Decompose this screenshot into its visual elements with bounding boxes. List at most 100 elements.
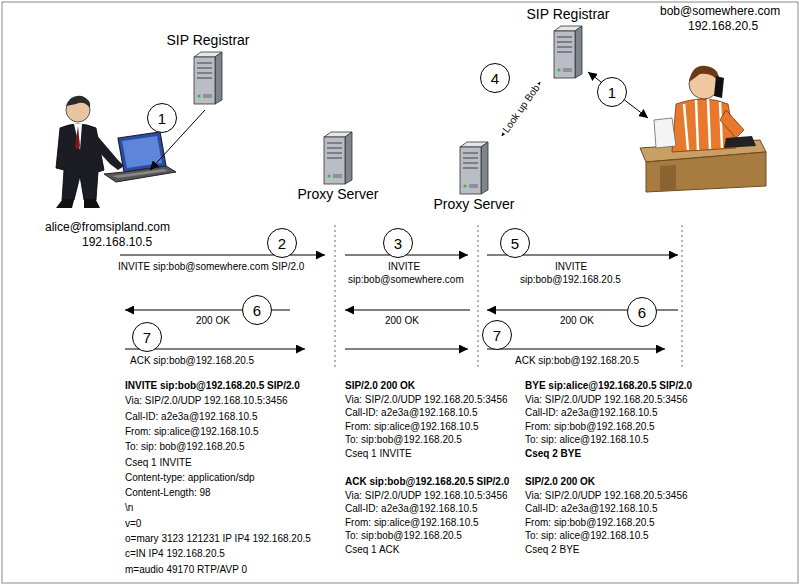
- message-label: sip:bob@somewhere.com: [348, 274, 464, 286]
- server-slot: [327, 152, 342, 153]
- field-line: \n: [125, 502, 133, 514]
- field-line: To: sip: alice@192.168.10.5: [525, 434, 649, 446]
- server-slot: [557, 36, 572, 37]
- server-slot: [327, 157, 342, 158]
- field-line: Via: SIP/2.0/UDP 192.168.20.5:3456: [525, 394, 688, 406]
- field-line: From: sip:alice@192.168.10.5: [345, 517, 479, 529]
- server-front: [460, 147, 481, 194]
- message-label: INVITE: [555, 261, 587, 273]
- server-node: Proxy Server: [434, 138, 515, 212]
- message-label: ACK sip:bob@192.168.20.5: [515, 355, 639, 367]
- server-label: Proxy Server: [434, 196, 515, 212]
- message-label: 200 OK: [560, 315, 594, 327]
- message-label: 200 OK: [196, 315, 230, 327]
- server-node: SIP Registrar: [167, 32, 250, 106]
- bob-figure: [640, 66, 766, 192]
- field-line: Call-ID: a2e3a@192.168.10.5: [525, 503, 657, 515]
- lifelines: [335, 225, 682, 370]
- server-icon: [320, 128, 356, 186]
- field-line: To: sip: bob@192.168.20.5: [125, 441, 245, 453]
- server-side: [575, 26, 582, 78]
- callout-number: 1: [158, 111, 166, 126]
- register-arrow: [588, 72, 648, 118]
- server-slot: [557, 41, 572, 42]
- header-line: SIP/2.0 200 OK: [345, 380, 415, 392]
- server-front: [554, 31, 575, 78]
- server-label: SIP Registrar: [527, 6, 610, 22]
- field-line: Via: SIP/2.0/UDP 192.168.10.5:3456: [125, 395, 288, 407]
- server-slot: [197, 72, 212, 73]
- field-line: To: sip:bob@192.168.20.5: [345, 434, 462, 446]
- callout-number: 7: [143, 330, 151, 345]
- callout-number: 5: [511, 236, 519, 251]
- address-label: 192.168.10.5: [82, 236, 152, 250]
- field-line: Call-ID: a2e3a@192.168.10.5: [345, 407, 477, 419]
- server-label: SIP Registrar: [167, 32, 250, 48]
- server-node: Proxy Server: [298, 128, 379, 202]
- field-line: Via: SIP/2.0/UDP 192.168.20.5:3456: [525, 490, 688, 502]
- message-label: sip:bob@192.168.20.5: [520, 274, 621, 286]
- address-label: alice@fromsipland.com: [45, 221, 170, 235]
- field-line: Call-ID: a2e3a@192.168.10.5: [125, 411, 257, 423]
- field-line: Via: SIP/2.0/UDP 192.168.10.5:3456: [345, 490, 508, 502]
- server-slot: [197, 62, 212, 63]
- server-icon: [190, 48, 226, 106]
- callout-circle: 6: [627, 297, 657, 327]
- server-slot: [327, 147, 342, 148]
- callout-circle: 5: [500, 228, 530, 258]
- server-slot: [197, 67, 212, 68]
- field-line: From: sip:bob@192.168.20.5: [525, 517, 655, 529]
- field-line: From: sip:bob@192.168.20.5: [525, 421, 655, 433]
- server-slot: [557, 46, 572, 47]
- callout-number: 6: [253, 303, 261, 318]
- callout-number: 4: [491, 71, 499, 86]
- server-slot: [197, 77, 212, 78]
- field-line: m=audio 49170 RTP/AVP 0: [125, 564, 247, 576]
- server-icon: [456, 138, 492, 196]
- callout-number: 6: [638, 305, 646, 320]
- server-slot: [463, 157, 478, 158]
- server-slot: [557, 51, 572, 52]
- server-side: [345, 132, 352, 184]
- connector-label: Look up Bob: [499, 81, 543, 137]
- alice-figure: [56, 96, 176, 208]
- field-line: o=mary 3123 121231 IP IP4 192.168.20.5: [125, 533, 311, 545]
- message-label: INVITE sip:bob@somewhere.com SIP/2.0: [118, 261, 304, 273]
- header-line: Cseq 2 BYE: [525, 448, 581, 460]
- server-led: [463, 184, 466, 187]
- server-node: SIP Registrar: [527, 6, 610, 80]
- header-line: INVITE sip:bob@192.168.20.5 SIP/2.0: [125, 380, 300, 392]
- field-line: To: sip: alice@192.168.10.5: [525, 530, 649, 542]
- callout-circle: 7: [482, 320, 512, 350]
- field-line: Cseq 1 ACK: [345, 544, 399, 556]
- server-led: [197, 94, 200, 97]
- field-line: v=0: [125, 518, 141, 530]
- field-line: Call-ID: a2e3a@192.168.10.5: [345, 503, 477, 515]
- server-side: [215, 52, 222, 104]
- field-line: From: sip:alice@192.168.10.5: [125, 426, 259, 438]
- field-line: Cseq 2 BYE: [525, 544, 579, 556]
- field-line: To: sip:bob@192.168.20.5: [345, 530, 462, 542]
- header-line: BYE sip:alice@192.168.20.5 SIP/2.0: [525, 380, 692, 392]
- header-line: ACK sip:bob@192.168.20.5 SIP/2.0: [345, 476, 509, 488]
- callout-circle: 3: [383, 228, 413, 258]
- server-slot: [463, 167, 478, 168]
- field-line: Call-ID: a2e3a@192.168.10.5: [525, 407, 657, 419]
- field-line: From: sip:alice@192.168.10.5: [345, 421, 479, 433]
- server-slot: [463, 162, 478, 163]
- server-led: [327, 174, 330, 177]
- server-drive: [333, 174, 342, 178]
- server-front: [194, 57, 215, 104]
- field-line: c=IN IP4 192.168.20.5: [125, 548, 225, 560]
- field-line: Content-type: application/sdp: [125, 472, 255, 484]
- message-label: INVITE: [388, 261, 420, 273]
- callout-circle: 4: [480, 63, 510, 93]
- server-drive: [563, 68, 572, 72]
- callout-number: 3: [394, 236, 402, 251]
- server-led: [557, 68, 560, 71]
- address-label: bob@somewhere.com: [660, 5, 780, 19]
- field-line: Via: SIP/2.0/UDP 192.168.20.5:3456: [345, 394, 508, 406]
- server-front: [324, 137, 345, 184]
